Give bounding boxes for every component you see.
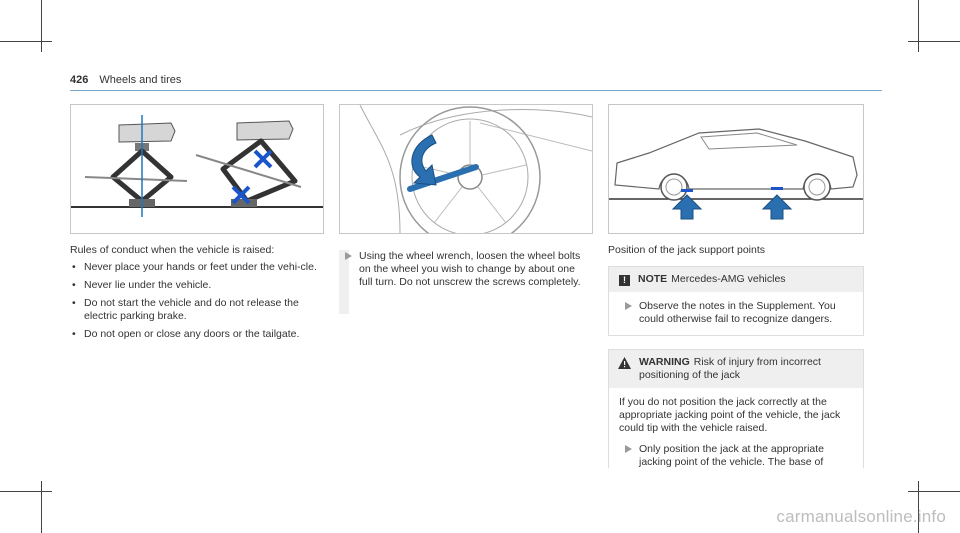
up-arrow-icon [761,194,793,220]
warning-title: WARNING [639,356,690,368]
wheel-illustration [359,105,592,233]
header-rule [70,90,882,91]
crop-mark [918,0,919,52]
bullet-icon: • [72,279,76,291]
figure-support-points [608,104,864,234]
page-header: 426 Wheels and tires [70,74,181,86]
page-number: 426 [70,74,89,86]
list-item: • Never place your hands or feet under th… [70,261,326,274]
wrench-instruction: Using the wheel wrench, loosen the wheel… [339,250,589,314]
figure-wheel-wrench [339,104,593,234]
bullet-icon: • [72,297,76,309]
list-item: • Do not start the vehicle and do not rel… [70,297,326,323]
instruction-step: Using the wheel wrench, loosen the wheel… [339,250,589,289]
list-item: • Do not open or close any doors or the t… [70,328,326,341]
exclamation-icon: ! [619,275,630,286]
cross-icon [231,149,273,205]
warning-step-text: Only position the jack at the appropriat… [639,443,825,468]
car-illustration [609,128,863,220]
step-text: Using the wheel wrench, loosen the wheel… [359,250,581,288]
crop-mark [908,41,960,42]
jack-illustration [71,115,323,217]
figure-caption: Position of the jack support points [608,244,766,256]
crop-mark [41,0,42,52]
list-item-text: Never lie under the vehicle. [84,279,212,291]
note-body: Observe the notes in the Supplement. You… [609,292,863,334]
warning-text: If you do not position the jack correctl… [619,396,841,434]
warning-triangle-icon [618,357,631,373]
list-item: • Never lie under the vehicle. [70,279,326,292]
watermark: carmanualsonline.info [776,507,946,526]
note-title: NOTE [638,273,668,285]
step-bar [339,250,349,314]
step-arrow-icon [625,445,632,453]
rules-intro: Rules of conduct when the vehicle is rai… [70,244,275,256]
crop-mark [0,41,52,42]
rules-list: • Never place your hands or feet under th… [70,261,326,341]
step-arrow-icon [625,302,632,310]
crop-mark [908,491,960,492]
rotate-arrow-icon [411,134,437,186]
warning-step: Only position the jack at the appropriat… [619,443,853,469]
list-item-text: Never place your hands or feet under the… [84,261,317,273]
bullet-icon: • [72,328,76,340]
note-subject: Mercedes-AMG vehicles [671,273,786,285]
crop-mark [918,481,919,533]
warning-body: If you do not position the jack correctl… [609,388,863,477]
crop-mark [0,491,52,492]
list-item-text: Do not open or close any doors or the ta… [84,328,300,340]
conduct-rules: Rules of conduct when the vehicle is rai… [70,244,326,346]
up-arrow-icon [671,194,703,220]
warning-subject: Risk of injury from incorrect positionin… [639,356,821,381]
note-step-text: Observe the notes in the Supplement. You… [639,300,836,325]
bullet-icon: • [72,261,76,273]
step-arrow-icon [345,252,352,260]
list-item-text: Do not start the vehicle and do not rele… [84,297,299,322]
figure-jack-rules [70,104,324,234]
note-step: Observe the notes in the Supplement. You… [619,300,853,326]
crop-mark [41,481,42,533]
section-title: Wheels and tires [99,74,182,86]
